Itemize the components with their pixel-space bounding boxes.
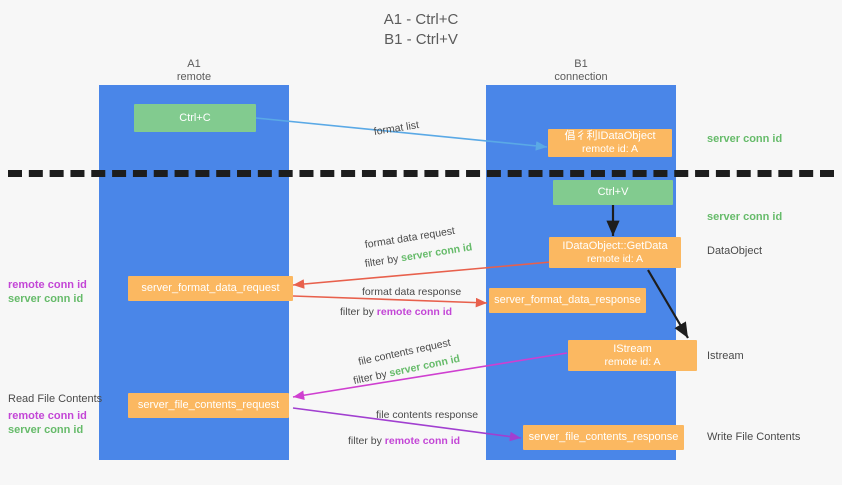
box-idataobject-line2: remote id: A: [581, 143, 639, 155]
left-note-remote-conn-id-2: remote conn id: [8, 410, 87, 422]
filter-prefix: filter by: [348, 435, 385, 447]
box-istream-line2: remote id: A: [604, 355, 661, 368]
right-note-dataobject: DataObject: [707, 245, 763, 257]
filter-value-remote-conn-id: remote conn id: [376, 306, 453, 318]
lane-b1-name: B1: [574, 58, 588, 70]
box-server-file-contents-request-label: server_file_contents_request: [137, 399, 280, 411]
box-ctrl-v-label: Ctrl+V: [597, 186, 629, 198]
box-server-format-data-response[interactable]: server_format_data_response: [489, 288, 646, 313]
box-idataobject-line1: 倡彳利IDataObject: [564, 130, 656, 142]
box-getdata-line2: remote id: A: [586, 252, 644, 265]
edge-label-format-data-response: format data response: [362, 286, 462, 298]
right-note-istream: Istream: [707, 350, 744, 362]
lane-a1-name: A1: [187, 58, 201, 70]
box-ctrl-c-label: Ctrl+C: [179, 111, 211, 124]
box-istream-line1: IStream: [613, 342, 652, 355]
phase-divider: [8, 170, 834, 177]
box-idataobject-getdata[interactable]: IDataObject::GetData remote id: A: [549, 237, 681, 268]
lane-b1-sub: connection: [554, 71, 608, 83]
page-title: A1 - Ctrl+C B1 - Ctrl+V: [383, 11, 459, 48]
box-server-format-data-request-label: server_format_data_request: [141, 282, 280, 294]
box-ctrl-v[interactable]: Ctrl+V: [553, 180, 673, 205]
left-note-server-conn-id: server conn id: [8, 293, 84, 305]
box-server-file-contents-response-label: server_file_contents_response: [528, 431, 679, 443]
lane-header-b1: B1 connection: [486, 58, 676, 84]
edge-label-format-data-response-filter: filter by remote conn id: [340, 305, 452, 319]
edge-label-file-contents-response-filter: filter by remote conn id: [348, 434, 460, 448]
box-getdata-line1: IDataObject::GetData: [562, 239, 668, 252]
lane-a1-sub: remote: [176, 71, 212, 83]
box-server-file-contents-response[interactable]: server_file_contents_response: [523, 425, 684, 450]
filter-prefix: filter by: [340, 306, 377, 318]
box-istream[interactable]: IStream remote id: A: [568, 340, 697, 371]
right-note-write-file-contents: Write File Contents: [707, 431, 801, 443]
box-ctrl-c[interactable]: Ctrl+C: [134, 104, 256, 132]
filter-value-remote-conn-id: remote conn id: [384, 435, 461, 447]
lane-header-a1: A1 remote: [99, 58, 289, 84]
box-server-format-data-response-label: server_format_data_response: [494, 294, 641, 306]
left-note-format-data: remote conn id server conn id: [8, 278, 87, 306]
box-server-format-data-request[interactable]: server_format_data_request: [128, 276, 293, 301]
left-note-remote-conn-id: remote conn id: [8, 279, 87, 291]
left-note-read-file-contents: Read File Contents: [8, 393, 103, 405]
box-server-file-contents-request[interactable]: server_file_contents_request: [128, 393, 289, 418]
left-note-server-conn-id-2: server conn id: [8, 424, 84, 436]
edge-label-file-contents-response: file contents response: [376, 409, 479, 421]
left-note-file-contents: remote conn id server conn id: [8, 409, 87, 437]
right-note-server-conn-id-mid: server conn id: [707, 211, 783, 223]
box-idataobject[interactable]: 倡彳利IDataObject remote id: A: [548, 129, 672, 157]
right-note-server-conn-id-top: server conn id: [707, 133, 783, 145]
